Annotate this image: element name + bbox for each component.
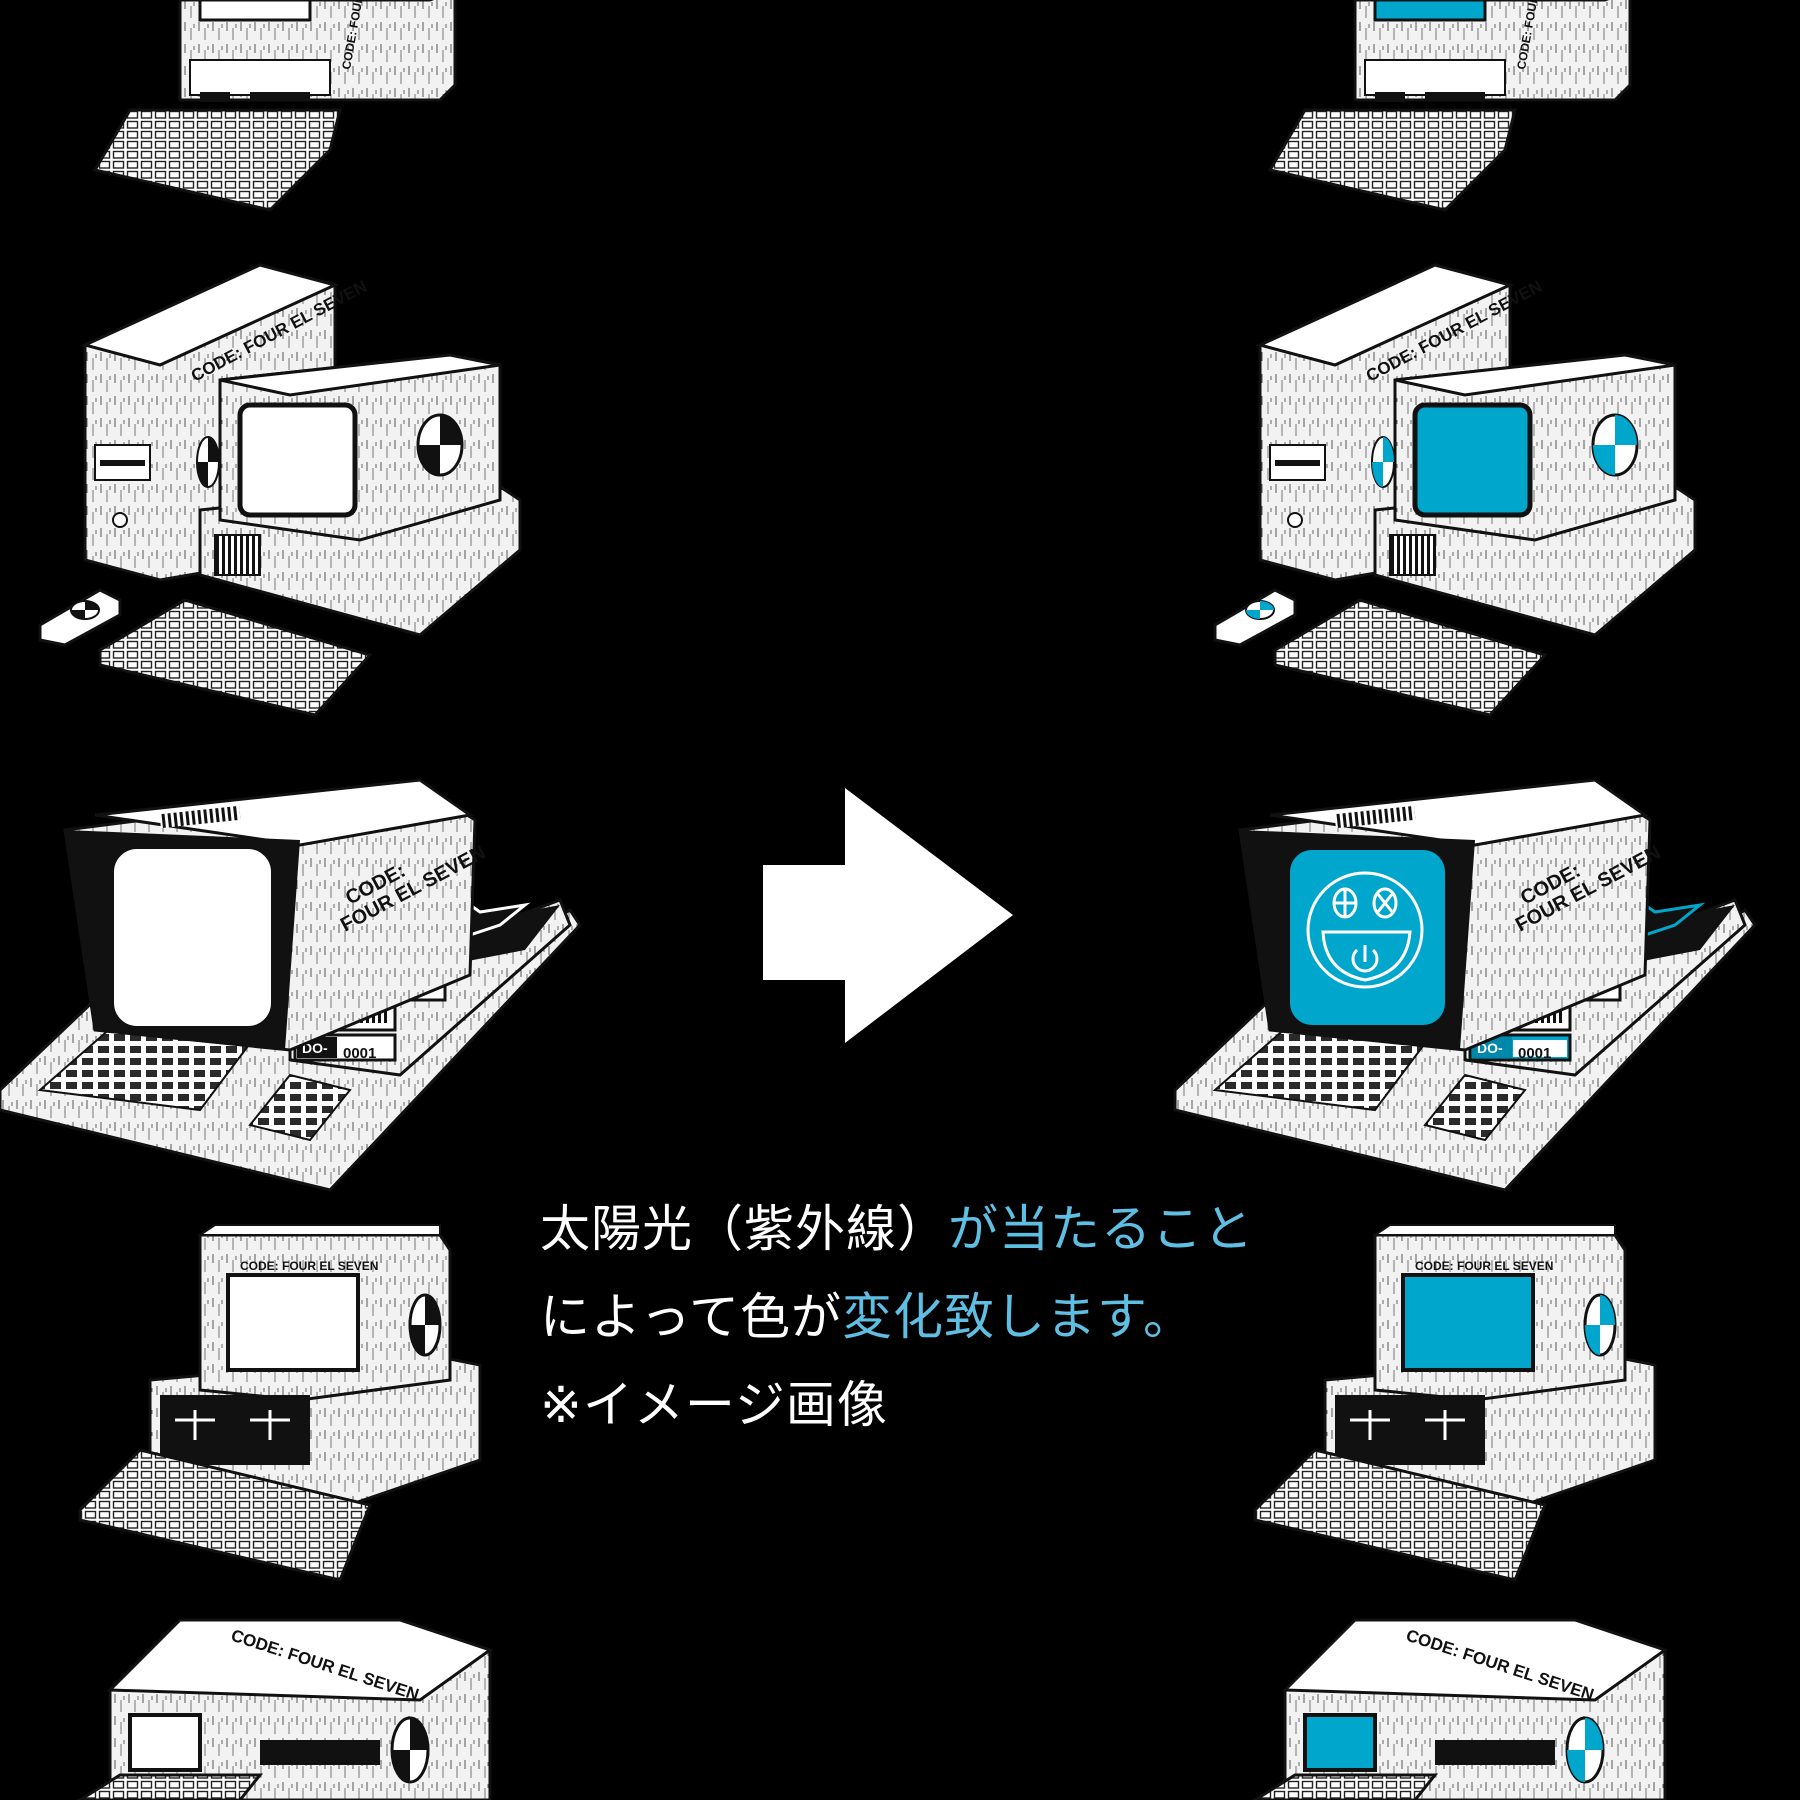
caption-line-2-blue: 変化致します。 xyxy=(842,1288,1194,1346)
right-tower-mouse xyxy=(1213,588,1297,647)
right-bottom-disc xyxy=(1565,1716,1605,1784)
right-hero-serial-prefix: DO- xyxy=(1477,1040,1503,1056)
left-classic-disc xyxy=(408,1293,442,1357)
right-top-keyboard xyxy=(1267,108,1517,212)
left-computer-hero: DO- 0001 CODE: FOUR EL SEVEN xyxy=(0,778,582,1192)
left-hero-serial-number: 0001 xyxy=(343,1045,376,1062)
left-tower-screen xyxy=(237,402,358,518)
right-hero-serial-number: 0001 xyxy=(1518,1045,1551,1062)
caption-line-1-blue: が当たること xyxy=(948,1200,1254,1258)
right-classic-screen xyxy=(1401,1273,1535,1372)
left-tower-disc xyxy=(416,413,464,477)
left-bottom-screen xyxy=(128,1713,202,1772)
left-computer-top: CODE: FOUR EL SEVEN xyxy=(92,0,457,212)
right-computer-tower: CODE: FOUR EL SEVEN xyxy=(1213,263,1697,717)
right-tower-disc-small xyxy=(1371,436,1395,488)
left-computer-classic: CODE: FOUR EL SEVEN xyxy=(78,1224,482,1582)
right-hero-screen xyxy=(1290,850,1445,1025)
left-classic-screen xyxy=(226,1273,360,1372)
left-computer-tower: CODE: FOUR EL SEVEN xyxy=(38,263,522,717)
right-classic-disc xyxy=(1583,1293,1617,1357)
left-hero-serial-prefix: DO- xyxy=(302,1040,328,1056)
caption-line-1-white: 太陽光（紫外線） xyxy=(540,1200,948,1258)
caption-line-1: 太陽光（紫外線）が当たること xyxy=(540,1185,1300,1273)
right-top-screen xyxy=(1373,0,1487,22)
caption-line-3: ※イメージ画像 xyxy=(540,1376,888,1434)
left-classic-keyboard xyxy=(78,1448,373,1582)
right-bottom-screen xyxy=(1303,1713,1377,1772)
caption-line-2-white: によって色が xyxy=(540,1288,842,1346)
left-hero-screen xyxy=(114,849,271,1026)
right-computer-classic: CODE: FOUR EL SEVEN xyxy=(1253,1224,1657,1582)
right-computer-top: CODE: FOUR EL SEVEN xyxy=(1267,0,1632,212)
caption: 太陽光（紫外線）が当たること によって色が変化致します。 ※イメージ画像 xyxy=(540,1185,1300,1449)
left-top-screen xyxy=(198,0,312,22)
left-tower-disc-small xyxy=(196,436,220,488)
left-top-keyboard xyxy=(92,108,342,212)
left-tower-mouse xyxy=(38,588,122,647)
power-face-icon xyxy=(1306,871,1424,989)
right-computer-hero: DO- 0001 CODE: FOUR EL SEVEN xyxy=(1173,778,1757,1192)
right-tower-screen xyxy=(1412,402,1533,518)
right-classic-brand: CODE: FOUR EL SEVEN xyxy=(1415,1259,1553,1273)
left-tower-keyboard xyxy=(98,598,373,717)
right-tower-disc xyxy=(1591,413,1639,477)
caption-line-2: によって色が変化致します。 xyxy=(540,1273,1300,1361)
left-computer-bottom: CODE: FOUR EL SEVEN xyxy=(77,1618,494,1800)
right-computer-bottom: CODE: FOUR EL SEVEN xyxy=(1252,1618,1669,1800)
right-tower-keyboard xyxy=(1273,598,1548,717)
right-arrow-icon xyxy=(763,788,1013,1043)
left-bottom-disc xyxy=(390,1716,430,1784)
left-classic-brand: CODE: FOUR EL SEVEN xyxy=(240,1259,378,1273)
right-classic-keyboard xyxy=(1253,1448,1548,1582)
